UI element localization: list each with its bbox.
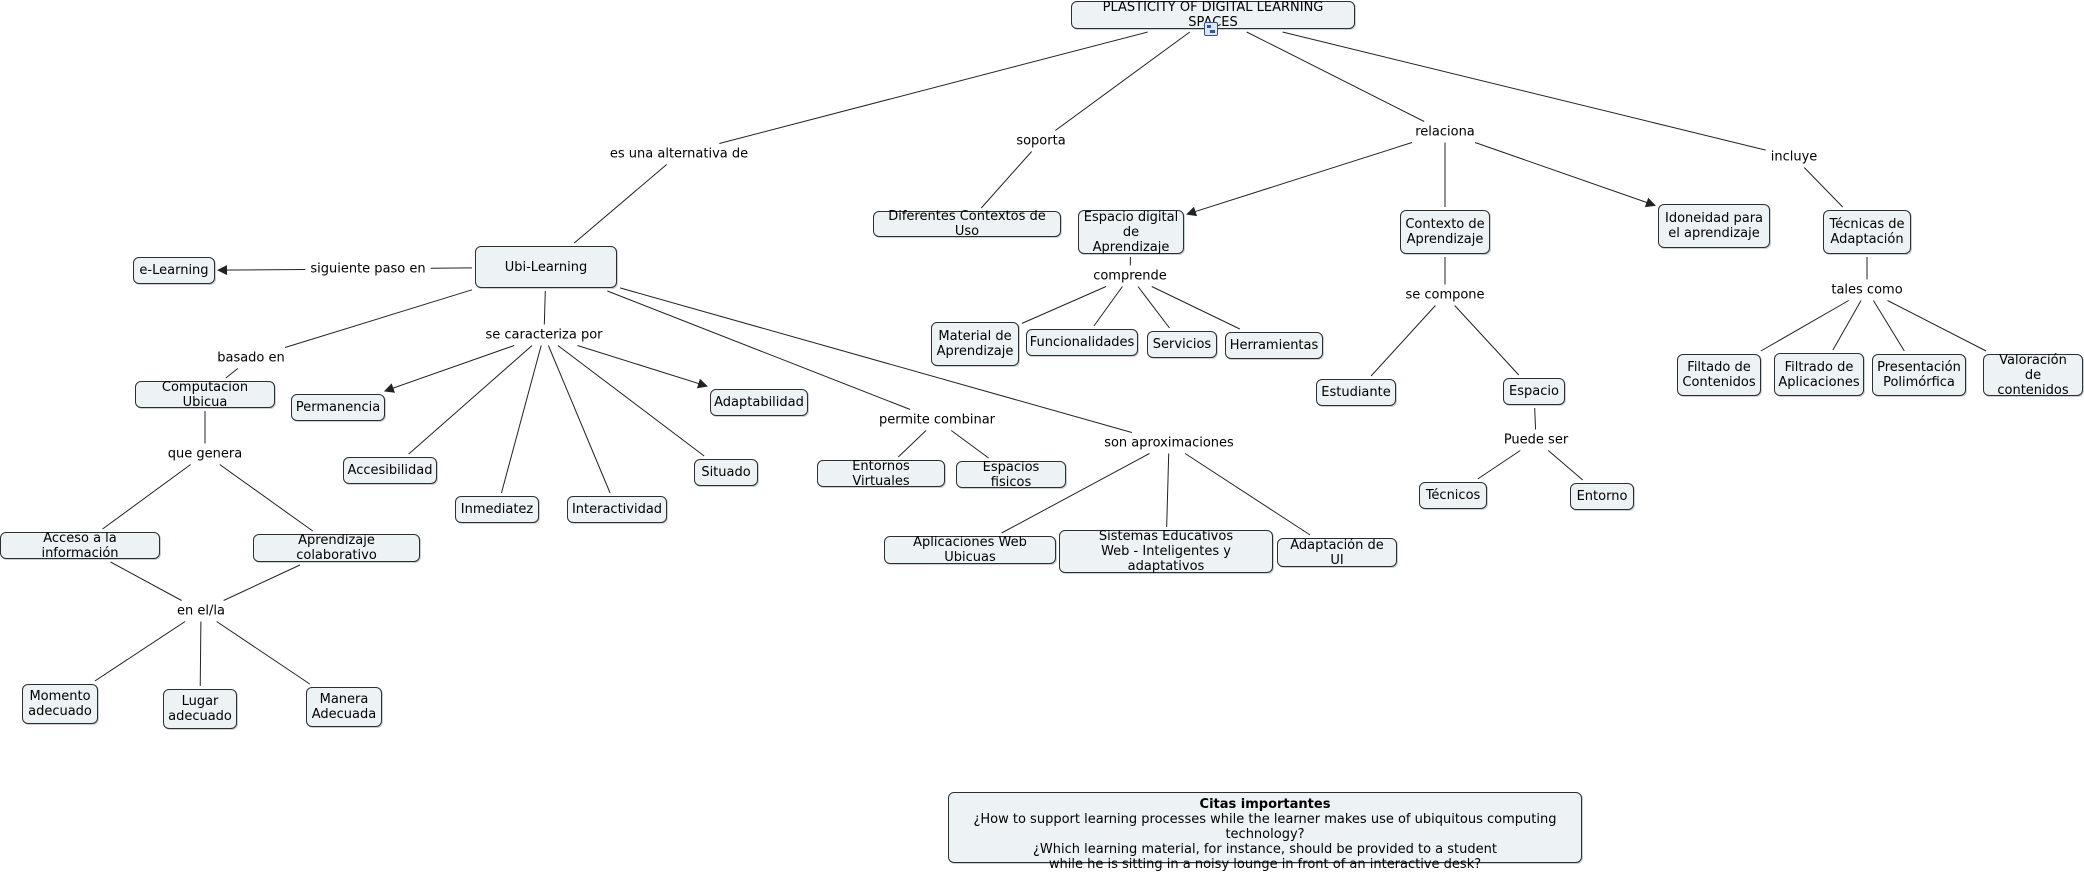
connector-l-caracteriza-to-n-permanencia xyxy=(385,346,514,392)
link-que-genera: que genera xyxy=(166,447,244,462)
concept-material-de-aprendizaje[interactable]: Material de Aprendizaje xyxy=(931,322,1019,366)
link-relaciona: relaciona xyxy=(1413,125,1477,140)
link-incluye: incluye xyxy=(1769,150,1820,165)
connector-l-basado-to-n-computacion xyxy=(226,369,238,379)
connector-l-caracteriza-to-n-interactividad xyxy=(548,346,610,494)
connector-l-aproximaciones-to-n-sistemas xyxy=(1167,454,1169,528)
concept-manera-adecuada[interactable]: Manera Adecuada xyxy=(306,687,382,727)
concept-computacion-ubicua[interactable]: Computacion Ubicua xyxy=(135,381,275,408)
concept-acceso-a-la-informacion[interactable]: Acceso a la información xyxy=(0,532,160,559)
connector-n-ubi-to-l-basado xyxy=(285,290,472,348)
connector-n-ubi-to-l-aproximaciones xyxy=(620,288,1132,433)
connector-l-que-genera-to-n-acceso xyxy=(103,465,191,530)
connector-l-en-el-la-to-n-lugar xyxy=(200,622,201,687)
concept-aplicaciones-web-ubicuas[interactable]: Aplicaciones Web Ubicuas xyxy=(884,536,1056,564)
concept-map-icon[interactable] xyxy=(1204,22,1218,36)
concept-filtado-de-contenidos[interactable]: Filtado de Contenidos xyxy=(1677,354,1761,396)
concept-tecnicas-de-adaptacion[interactable]: Técnicas de Adaptación xyxy=(1823,210,1911,254)
concept-entornos-virtuales[interactable]: Entornos Virtuales xyxy=(817,460,945,487)
concept-aprendizaje-colaborativo[interactable]: Aprendizaje colaborativo xyxy=(253,534,420,562)
connector-l-que-genera-to-n-aprendizaje-col xyxy=(220,465,313,532)
concept-diferentes-contextos-de-uso[interactable]: Diferentes Contextos de Uso xyxy=(873,211,1061,237)
concept-ubi-learning[interactable]: Ubi-Learning xyxy=(475,246,617,288)
connector-l-comprende-to-n-funcionalidades xyxy=(1094,287,1123,327)
connector-l-tales-como-to-n-presentacion xyxy=(1873,301,1904,352)
connector-l-alternativa-to-n-ubi xyxy=(574,165,666,244)
connector-l-comprende-to-n-material xyxy=(1022,287,1106,324)
concept-permanencia[interactable]: Permanencia xyxy=(291,394,385,421)
connector-l-caracteriza-to-n-accesibilidad xyxy=(409,346,532,455)
connector-l-incluye-to-n-tecnicas xyxy=(1804,168,1842,208)
concept-interactividad[interactable]: Interactividad xyxy=(567,496,667,523)
connector-l-se-compone-to-n-estudiante xyxy=(1371,306,1435,377)
concept-inmediatez[interactable]: Inmediatez xyxy=(455,496,539,523)
concept-sistemas-educativos-web[interactable]: Sistemas Educativos Web - Inteligentes y… xyxy=(1059,530,1273,573)
concept-herramientas[interactable]: Herramientas xyxy=(1225,332,1323,359)
connector-n-espacio-to-l-puede-ser xyxy=(1535,408,1536,430)
quote-line: ¿Which learning material, for instance, … xyxy=(949,842,1581,857)
concept-valoracion-de-contenidos[interactable]: Valoración de contenidos xyxy=(1983,354,2083,396)
connector-l-soporta-to-n-diferentes xyxy=(981,152,1031,209)
concept-servicios[interactable]: Servicios xyxy=(1147,331,1217,358)
connector-l-relaciona-to-n-idoneidad xyxy=(1475,143,1655,206)
concept-idoneidad-para-el-aprendizaje[interactable]: Idoneidad para el aprendizaje xyxy=(1658,204,1770,248)
concept-lugar-adecuado[interactable]: Lugar adecuado xyxy=(163,689,237,729)
connector-l-siguiente-to-n-elearning xyxy=(218,269,305,270)
link-puede-ser: Puede ser xyxy=(1502,433,1570,448)
connector-n-plasticity-to-l-incluye xyxy=(1283,32,1766,150)
connector-l-permite-to-n-espacios-fisicos xyxy=(951,431,988,459)
connector-l-caracteriza-to-n-adaptabilidad xyxy=(577,346,707,387)
connector-n-plasticity-to-l-alternativa xyxy=(719,32,1147,144)
connector-l-relaciona-to-n-espacio-digital xyxy=(1187,143,1412,215)
connector-l-puede-ser-to-n-tecnicos xyxy=(1478,451,1521,480)
concept-presentacion-polimorfica[interactable]: Presentación Polimórfica xyxy=(1872,354,1966,396)
concept-contexto-de-aprendizaje[interactable]: Contexto de Aprendizaje xyxy=(1400,210,1490,254)
concept-accesibilidad[interactable]: Accesibilidad xyxy=(343,457,437,484)
link-se-caracteriza-por: se caracteriza por xyxy=(484,328,605,343)
link-en-el-la: en el/la xyxy=(175,604,227,619)
connector-n-acceso-to-l-en-el-la xyxy=(110,562,181,601)
connector-l-aproximaciones-to-n-adaptacion-ui xyxy=(1185,454,1310,536)
quote-line: while he is sitting in a noisy lounge in… xyxy=(949,857,1581,872)
connector-l-en-el-la-to-n-manera xyxy=(217,622,310,685)
connector-l-tales-como-to-n-filtrado-apl xyxy=(1833,301,1861,351)
link-es-una-alternativa-de: es una alternativa de xyxy=(608,147,750,162)
concept-filtrado-de-aplicaciones[interactable]: Filtrado de Aplicaciones xyxy=(1774,353,1864,396)
concept-momento-adecuado[interactable]: Momento adecuado xyxy=(22,684,98,724)
link-comprende: comprende xyxy=(1091,269,1169,284)
link-tales-como: tales como xyxy=(1829,283,1904,298)
link-basado-en: basado en xyxy=(215,351,287,366)
concept-entorno[interactable]: Entorno xyxy=(1570,483,1634,510)
connector-l-tales-como-to-n-valoracion xyxy=(1888,301,1987,352)
link-soporta: soporta xyxy=(1014,134,1067,149)
link-permite-combinar: permite combinar xyxy=(877,413,997,428)
concept-estudiante[interactable]: Estudiante xyxy=(1316,379,1396,406)
connector-n-ubi-to-l-caracteriza xyxy=(544,291,545,325)
citas-importantes-box[interactable]: Citas importantes ¿How to support learni… xyxy=(948,792,1582,863)
concept-espacios-fisicos[interactable]: Espacios fisicos xyxy=(956,461,1066,488)
concept-funcionalidades[interactable]: Funcionalidades xyxy=(1026,329,1138,356)
connector-l-puede-ser-to-n-entorno xyxy=(1548,451,1582,481)
link-siguiente-paso-en: siguiente paso en xyxy=(308,262,427,277)
quote-line: ¿How to support learning processes while… xyxy=(949,812,1581,842)
connector-n-plasticity-to-l-soporta xyxy=(1055,32,1189,131)
connector-l-se-compone-to-n-espacio xyxy=(1455,306,1519,376)
connector-l-en-el-la-to-n-momento xyxy=(95,622,185,682)
concept-e-learning[interactable]: e-Learning xyxy=(133,257,215,284)
link-son-aproximaciones: son aproximaciones xyxy=(1102,436,1236,451)
link-se-compone: se compone xyxy=(1403,288,1486,303)
concept-espacio-digital-de-aprendizaje[interactable]: Espacio digital de Aprendizaje xyxy=(1078,210,1184,254)
quote-title: Citas importantes xyxy=(949,797,1581,812)
connector-l-permite-to-n-entornos-virtuales xyxy=(898,431,926,458)
connector-l-tales-como-to-n-filtado xyxy=(1761,301,1849,352)
connector-n-aprendizaje-col-to-l-en-el-la xyxy=(224,565,300,601)
concept-adaptacion-de-ui[interactable]: Adaptación de UI xyxy=(1277,538,1397,567)
concept-situado[interactable]: Situado xyxy=(694,459,758,486)
concept-adaptabilidad[interactable]: Adaptabilidad xyxy=(710,389,808,416)
concept-espacio[interactable]: Espacio xyxy=(1503,378,1565,405)
concept-tecnicos[interactable]: Técnicos xyxy=(1419,482,1487,509)
